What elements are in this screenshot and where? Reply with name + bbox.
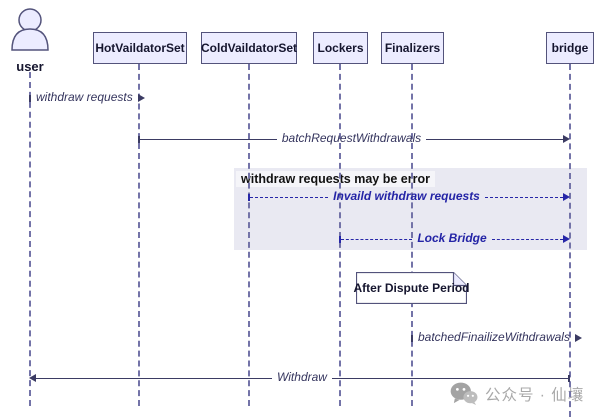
arrowhead-left-icon	[29, 374, 36, 382]
message-line	[426, 138, 564, 140]
watermark: 公众号 · 仙壤	[450, 382, 584, 405]
arrowhead-right-icon	[574, 334, 582, 342]
note-shape	[355, 271, 468, 305]
participant-lockers: Lockers	[313, 32, 368, 64]
message-line	[341, 238, 413, 240]
message-batchrequestwithdrawals: batchRequestWithdrawals	[138, 131, 571, 146]
line-start-tick	[248, 193, 250, 201]
message-line	[36, 377, 273, 379]
lifeline-hotvaildatorset	[138, 64, 140, 406]
message-label: batchedFinailizeWithdrawals	[418, 330, 570, 344]
line-start-tick	[568, 374, 570, 382]
user-actor-icon	[11, 8, 49, 51]
participant-label: HotVaildatorSet	[95, 41, 185, 55]
fragment-label: withdraw requests may be error	[236, 171, 435, 187]
participant-label: Finalizers	[384, 41, 441, 55]
actor-user-label: user	[16, 59, 44, 74]
message-line	[250, 196, 329, 198]
participant-label: ColdVaildatorSet	[200, 41, 298, 55]
message-label: batchRequestWithdrawals	[281, 131, 422, 145]
line-start-tick	[339, 235, 341, 243]
message-label: Lock Bridge	[417, 231, 487, 245]
message-line	[491, 238, 564, 240]
participant-hotvaildatorset: HotVaildatorSet	[93, 32, 187, 64]
lifeline-user	[29, 72, 31, 406]
message-label: Invaild withdraw requests	[333, 189, 480, 203]
arrowhead-right-icon	[563, 135, 571, 143]
message-line	[484, 196, 564, 198]
message-label: Withdraw	[277, 370, 327, 384]
lifeline-coldvaildatorset	[248, 64, 250, 406]
actor-user: user	[8, 6, 52, 74]
lifeline-finalizers	[411, 64, 413, 406]
line-start-tick	[138, 135, 140, 143]
watermark-text: 公众号 · 仙壤	[485, 386, 585, 404]
message-line	[140, 138, 277, 140]
line-start-tick	[29, 94, 31, 102]
message-batchedfinailizewithdrawals: batchedFinailizeWithdrawals	[411, 330, 582, 345]
participant-finalizers: Finalizers	[381, 32, 444, 64]
message-invaild-withdraw-requests: Invaild withdraw requests	[248, 189, 571, 204]
arrowhead-right-icon	[137, 94, 145, 102]
arrowhead-right-icon	[563, 235, 571, 243]
message-withdraw: Withdraw	[29, 370, 570, 385]
participant-bridge: bridge	[546, 32, 594, 64]
wechat-icon	[450, 382, 478, 405]
arrowhead-right-icon	[563, 193, 571, 201]
alt-fragment: withdraw requests may be error	[234, 168, 587, 250]
note-after-dispute-period: After Dispute Period	[353, 271, 470, 305]
message-label: withdraw requests	[36, 90, 133, 104]
line-start-tick	[411, 334, 413, 342]
message-lock-bridge: Lock Bridge	[339, 231, 571, 246]
participant-label: Lockers	[317, 41, 364, 55]
note-label: After Dispute Period	[353, 281, 470, 295]
message-withdraw-requests: withdraw requests	[29, 90, 145, 105]
participant-label: bridge	[551, 41, 589, 55]
lifeline-lockers	[339, 64, 341, 406]
message-line	[331, 377, 568, 379]
participant-coldvaildatorset: ColdVaildatorSet	[201, 32, 297, 64]
